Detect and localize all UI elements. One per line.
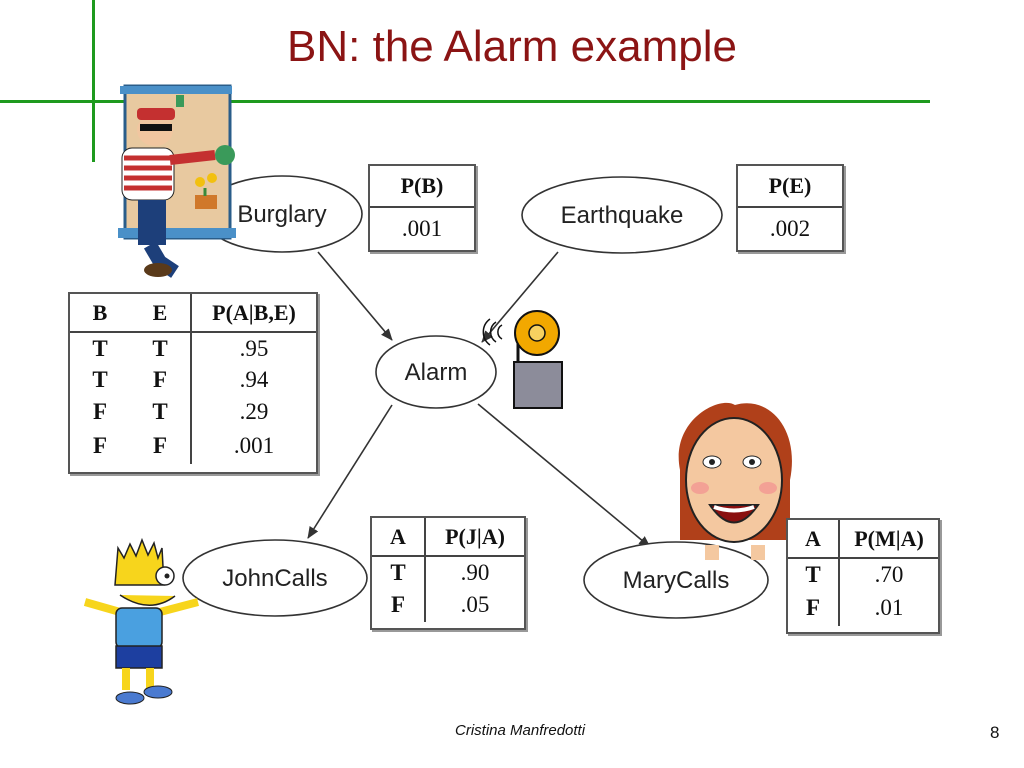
cpt-alarm-header-p: P(A|B,E) <box>191 294 316 333</box>
cpt-alarm-cell: T <box>92 335 108 361</box>
edge-earthquake-alarm <box>481 251 559 343</box>
node-marycalls-label: MaryCalls <box>623 567 730 594</box>
edge-alarm-johncalls <box>307 404 393 539</box>
cpt-johncalls-cell: .05 <box>460 592 490 617</box>
cpt-marycalls-header-a: A <box>788 520 840 559</box>
node-alarm-label: Alarm <box>405 359 468 386</box>
cpt-alarm-cell: .001 <box>233 433 275 458</box>
woman-face-icon <box>678 402 792 560</box>
cpt-johncalls-cell: .90 <box>460 559 490 585</box>
cpt-alarm-cell: F <box>130 364 192 396</box>
edge-alarm-marycalls <box>477 403 651 548</box>
node-burglary: Burglary <box>201 175 363 253</box>
cpt-alarm-cell: .29 <box>239 399 269 424</box>
node-johncalls: JohnCalls <box>182 539 368 617</box>
node-johncalls-label: JohnCalls <box>222 565 327 592</box>
alarm-bell-icon <box>482 310 563 409</box>
cpt-burglary-value: .001 <box>401 216 443 241</box>
horizontal-rule <box>0 100 930 103</box>
cpt-alarm-cell: F <box>92 399 108 424</box>
cpt-marycalls-cell: F <box>788 590 840 626</box>
cpt-earthquake-value: .002 <box>769 216 811 241</box>
vertical-rule <box>92 0 95 162</box>
page-number: 8 <box>990 723 1000 742</box>
cpt-alarm-header-e: E <box>130 294 192 333</box>
node-earthquake: Earthquake <box>521 176 723 254</box>
cpt-alarm-cell: F <box>92 433 108 458</box>
cpt-earthquake: P(E) .002 <box>736 164 844 252</box>
cpt-alarm-cell: T <box>92 367 108 392</box>
node-alarm: Alarm <box>375 335 497 409</box>
cpt-alarm-cell: .95 <box>239 335 269 361</box>
cpt-alarm-header-b: B <box>70 294 130 333</box>
cpt-johncalls: A P(J|A) T .90 F .05 <box>370 516 526 630</box>
cpt-marycalls: A P(M|A) T .70 F .01 <box>786 518 940 634</box>
cpt-alarm-cell: T <box>130 332 192 364</box>
cpt-burglary: P(B) .001 <box>368 164 476 252</box>
burglar-icon <box>118 84 236 278</box>
node-earthquake-label: Earthquake <box>561 202 684 229</box>
cpt-alarm: B E P(A|B,E) T T .95 T F .94 F T .29 F F… <box>68 292 318 474</box>
cpt-alarm-cell: F <box>130 428 192 464</box>
footer-author: Cristina Manfredotti <box>455 722 586 739</box>
cpt-johncalls-cell: T <box>372 556 426 588</box>
cpt-alarm-cell: .94 <box>239 367 269 392</box>
cpt-burglary-header: P(B) <box>370 166 474 208</box>
node-burglary-label: Burglary <box>237 201 326 228</box>
cpt-marycalls-header-p: P(M|A) <box>839 520 938 559</box>
cpt-marycalls-cell: T <box>788 558 840 590</box>
cpt-marycalls-cell: .70 <box>874 561 904 587</box>
cpt-johncalls-cell: F <box>372 588 426 622</box>
edge-burglary-alarm <box>317 251 393 341</box>
cpt-alarm-cell: T <box>130 396 192 428</box>
cpt-johncalls-header-a: A <box>372 518 426 557</box>
node-marycalls: MaryCalls <box>583 541 769 619</box>
slide-title: BN: the Alarm example <box>287 22 737 71</box>
cpt-earthquake-header: P(E) <box>738 166 842 208</box>
cartoon-boy-icon <box>83 537 200 705</box>
cpt-johncalls-header-p: P(J|A) <box>425 518 524 557</box>
cpt-marycalls-cell: .01 <box>874 595 904 620</box>
